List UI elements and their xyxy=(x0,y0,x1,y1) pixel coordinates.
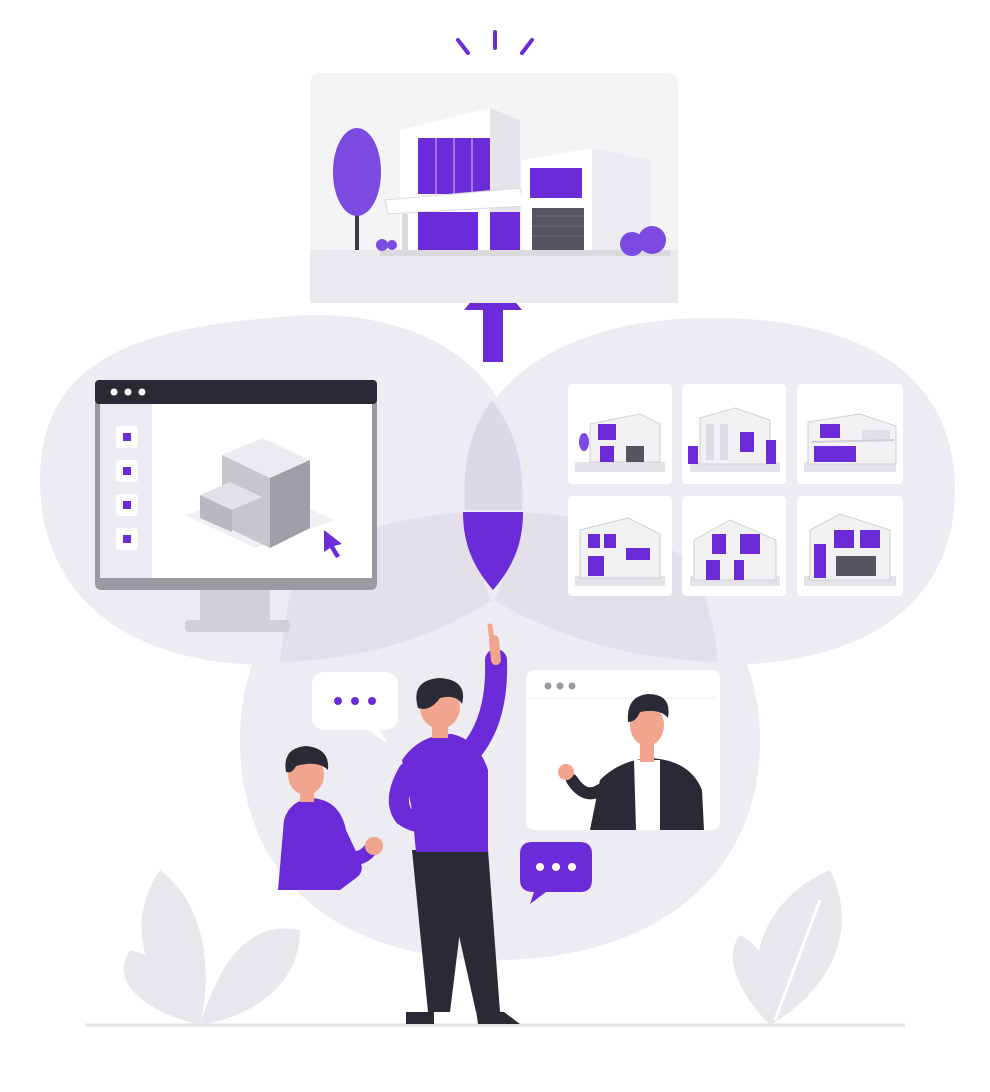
window-dots-icon xyxy=(544,682,576,690)
ellipsis-icon xyxy=(536,863,576,871)
thumb-1 xyxy=(568,384,672,484)
sparkle-icon xyxy=(456,30,534,55)
model-3d xyxy=(185,438,335,548)
thumb-4 xyxy=(568,496,672,596)
thumb-5 xyxy=(682,496,786,596)
speech-bubble-purple xyxy=(520,842,592,904)
cursor-icon xyxy=(324,530,342,558)
video-call-window xyxy=(526,670,720,830)
person-remote xyxy=(558,694,704,830)
monitor xyxy=(95,380,377,632)
overlap-top xyxy=(464,400,523,510)
left-plant xyxy=(123,870,300,1025)
tool-icons xyxy=(116,426,138,550)
right-plant xyxy=(732,870,842,1025)
person-left xyxy=(278,746,383,890)
thumb-6 xyxy=(797,496,903,596)
person-main xyxy=(388,623,520,1024)
design-options-grid xyxy=(568,384,903,596)
speech-bubble-icon xyxy=(312,672,398,744)
tree-icon xyxy=(333,128,381,250)
thumb-3 xyxy=(797,384,903,484)
venn-center xyxy=(463,512,523,590)
ellipsis-icon xyxy=(334,697,376,705)
bush-icon xyxy=(376,226,666,256)
house-building xyxy=(380,108,670,256)
house-card xyxy=(310,73,678,303)
thumb-2 xyxy=(682,384,786,484)
window-dots-icon xyxy=(110,388,146,396)
